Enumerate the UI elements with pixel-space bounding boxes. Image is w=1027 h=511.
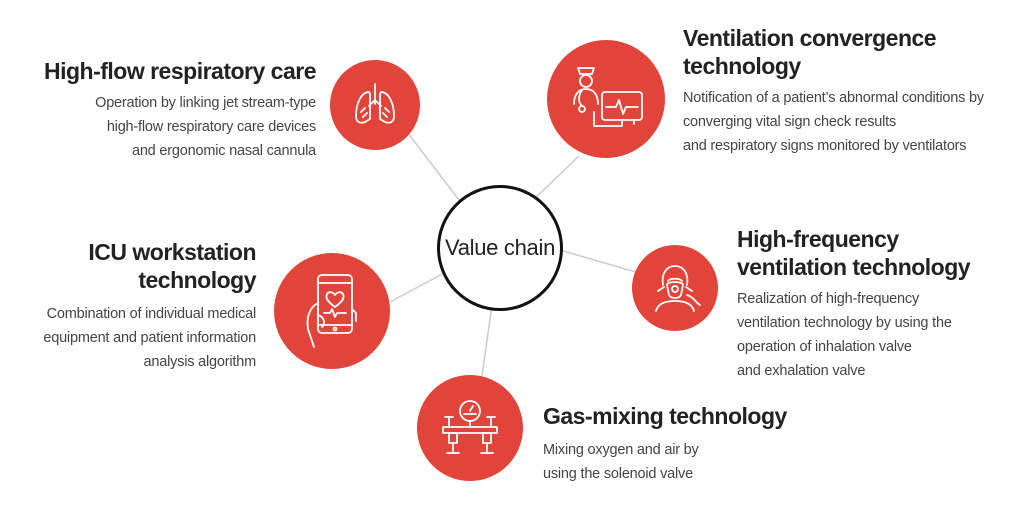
- item-description: Notification of a patient’s abnormal con…: [683, 90, 984, 154]
- connector-line-gas: [480, 304, 493, 384]
- item-description: Combination of individual medical equipm…: [43, 306, 256, 370]
- item-description: Mixing oxygen and air by using the solen…: [543, 442, 699, 482]
- gas-valve-icon: [442, 400, 498, 454]
- connector-line-icu: [389, 271, 447, 303]
- item-description: Operation by linking jet stream-type hig…: [95, 95, 316, 159]
- convergence-text: Ventilation convergence technology Notif…: [683, 24, 984, 158]
- respiratory-care-node: [330, 60, 420, 150]
- gas-mixing-text: Gas-mixing technology Mixing oxygen and …: [543, 402, 787, 486]
- phone-heart-icon: [306, 274, 357, 348]
- value-chain-hub: Value chain: [437, 185, 563, 311]
- respiratory-care-text: High-flow respiratory care Operation by …: [43, 57, 317, 163]
- item-title: ICU workstation technology: [88, 239, 256, 293]
- lungs-icon: [355, 83, 395, 124]
- icu-workstation-node: [274, 253, 390, 369]
- convergence-node: [547, 40, 665, 158]
- item-title: High-flow respiratory care: [43, 58, 317, 84]
- high-frequency-text: High-frequency ventilation technology Re…: [737, 225, 971, 383]
- connector-line-hifreq: [555, 248, 637, 273]
- item-title: Ventilation convergence technology: [683, 25, 937, 79]
- hub-label: Value chain: [444, 235, 556, 260]
- connector-line-convergence: [530, 155, 580, 203]
- nurse-monitor-icon: [573, 67, 643, 127]
- high-frequency-node: [632, 245, 718, 331]
- item-title: High-frequency ventilation technology: [737, 226, 971, 280]
- item-title: Gas-mixing technology: [543, 403, 787, 429]
- oxygen-mask-icon: [655, 265, 701, 312]
- gas-mixing-node: [417, 375, 523, 481]
- icu-workstation-text: ICU workstation technology Combination o…: [43, 238, 256, 374]
- item-description: Realization of high-frequency ventilatio…: [737, 291, 952, 379]
